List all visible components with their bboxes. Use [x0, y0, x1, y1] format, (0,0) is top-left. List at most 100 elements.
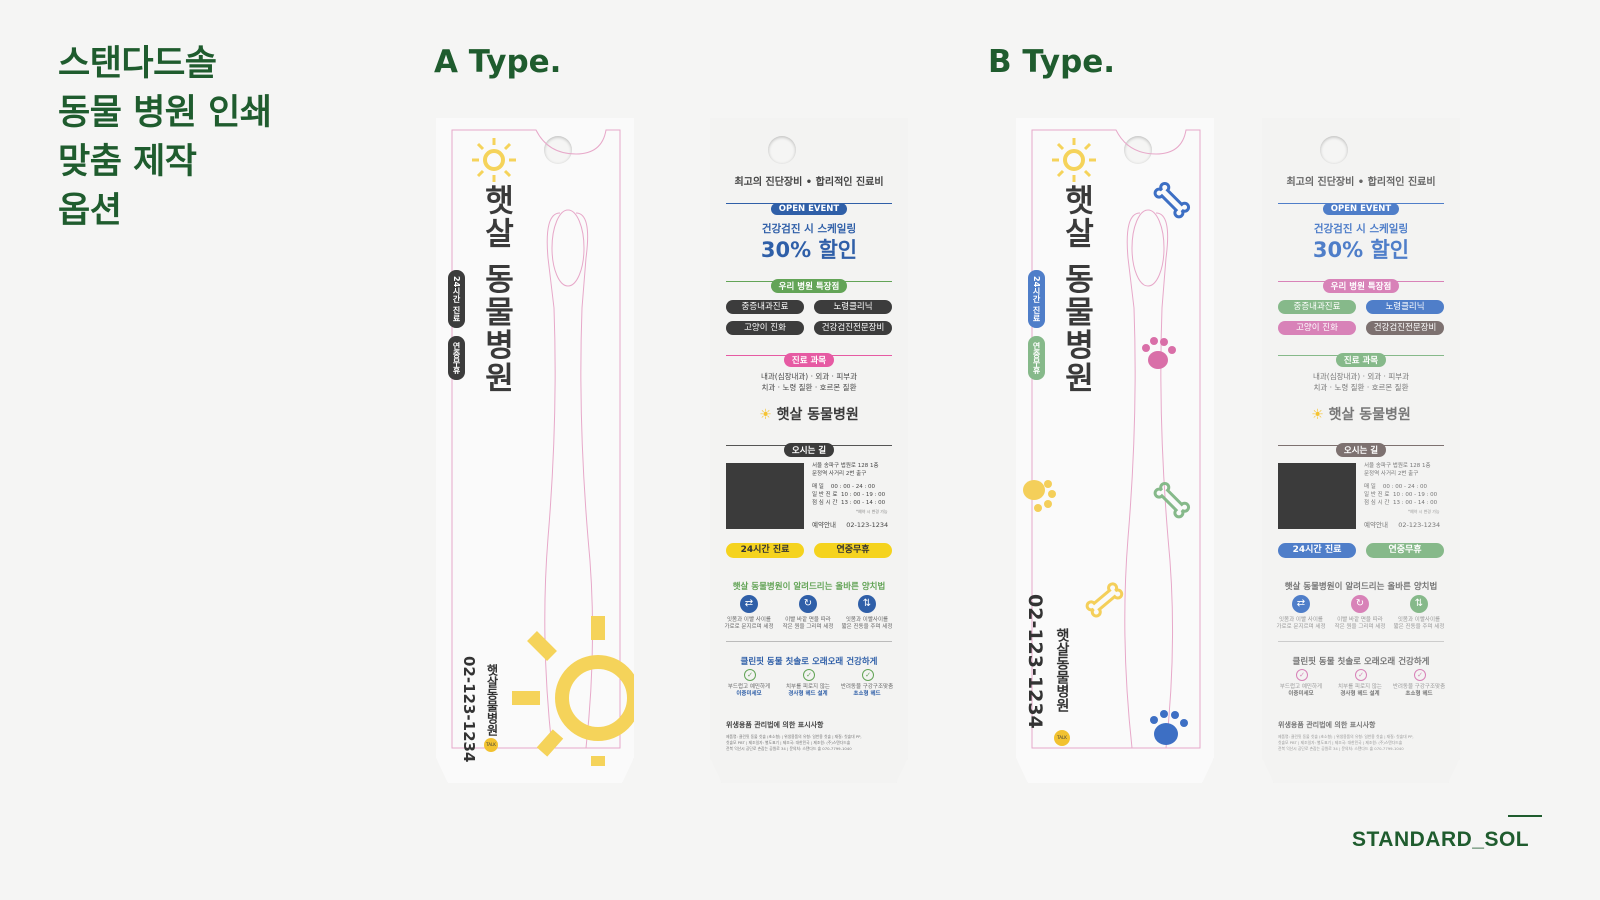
hours-time: 00 : 00 - 24 : 00: [830, 484, 876, 490]
sun-icon: ☀: [1311, 407, 1324, 423]
notice-line-3: 전북 익산시 공단로 손잡는 공원로 34 | 문의처: 스탠다드 솔 070-…: [726, 746, 852, 751]
brush-circle-icon: ↻: [1351, 595, 1369, 613]
notice-line-2: 칫솔모 PBT | 제조일자: 별도표기 | 제조국: 대한민국 | 제조원: …: [726, 740, 851, 745]
address-line-2: 문정역 사거리 2번 출구: [812, 471, 867, 477]
pill-24h: 24시간 진료: [1278, 543, 1356, 558]
hours-label: 일 반 진 료: [1364, 492, 1390, 498]
hours-label: 매 일: [1364, 484, 1376, 490]
notice-title: 위생용품 관리법에 의한 표시사항: [1278, 721, 1376, 729]
reserve-label: 예약안내: [1364, 521, 1388, 529]
direction-badge: 오시는 길: [1335, 443, 1387, 457]
subject-badge: 진료 과목: [783, 353, 835, 367]
page-headline: 스탠다드솔 동물 병원 인쇄 맞춤 제작 옵션: [58, 40, 272, 236]
tag-1: 중증내과진료: [726, 300, 804, 314]
tag-4: 건강검진전문장비: [814, 321, 892, 335]
notice-line-1: 제품명: 클린핏 동물 칫솔 (초소형) | 위생용품의 유형: 일반용 칫솔 …: [1278, 734, 1414, 739]
sun-icon: ☀: [759, 407, 772, 423]
pill-holiday: 연중무휴: [448, 336, 465, 380]
reserve-label: 예약안내: [812, 521, 836, 529]
check-icon: ✓: [1296, 669, 1308, 681]
bone-icon: [1153, 181, 1191, 219]
hours-note: *예약 시 변경 가능: [856, 509, 888, 514]
subject-badge: 진료 과목: [1335, 353, 1387, 367]
address-line-1: 서울 송파구 법원로 128 1층: [1364, 463, 1431, 469]
hours-note: *예약 시 변경 가능: [1408, 509, 1440, 514]
hours-label: 매 일: [812, 484, 824, 490]
type-b-label: B Type.: [988, 44, 1116, 80]
hang-hole: [1124, 136, 1152, 164]
hours-time: 10 : 00 - 19 : 00: [841, 492, 886, 498]
pill-24h: 24시간 진료: [1028, 270, 1045, 328]
check-icon: ✓: [1414, 669, 1426, 681]
hours-label: 일 반 진 료: [812, 492, 838, 498]
bone-icon: [1153, 481, 1191, 519]
back-top-line: 최고의 진단장비 • 합리적인 진료비: [734, 177, 884, 188]
tag-3: 고양이 진화: [726, 321, 804, 335]
tag-1: 중증내과진료: [1278, 300, 1356, 314]
back-top-line: 최고의 진단장비 • 합리적인 진료비: [1286, 177, 1436, 188]
brush-circle-icon: ↻: [799, 595, 817, 613]
direction-badge: 오시는 길: [783, 443, 835, 457]
feature-badge: 우리 병원 특장점: [770, 279, 848, 293]
pill-24h: 24시간 진료: [726, 543, 804, 558]
brand-bar: [1508, 815, 1542, 817]
pill-24h: 24시간 진료: [448, 270, 465, 328]
sun-icon: [472, 138, 516, 182]
event-line: 건강검진 시 스케일링: [761, 223, 857, 235]
bone-icon: [1085, 582, 1124, 618]
pill-holiday: 연중무휴: [1366, 543, 1444, 558]
type-b-front-card: 햇살 동물병원 24시간 진료 연중무휴 02-123-1234 햇살동물병원 …: [1016, 118, 1214, 783]
check-icon: ✓: [744, 669, 756, 681]
phone-vertical: 02-123-1234: [460, 656, 478, 763]
paw-icon: [1150, 710, 1188, 745]
hours-time: 10 : 00 - 19 : 00: [1393, 492, 1438, 498]
tag-3: 고양이 진화: [1278, 321, 1356, 335]
hospital-name: 햇살 동물병원: [1328, 407, 1411, 423]
tag-4: 건강검진전문장비: [1366, 321, 1444, 335]
headline-line-4: 옵션: [58, 191, 122, 231]
notice-line-2: 칫솔모 PBT | 제조일자: 별도표기 | 제조국: 대한민국 | 제조원: …: [1278, 740, 1403, 745]
clean-title: 클린핏 동물 칫솔로 오래오래 건강하게: [740, 657, 878, 667]
talk-icon: TALK: [484, 738, 498, 752]
subjects-line-1: 내과(심장내과) · 외과 · 피부과: [760, 372, 858, 381]
hours-time: 13 : 00 - 14 : 00: [841, 500, 886, 506]
subjects-line-1: 내과(심장내과) · 외과 · 피부과: [1312, 372, 1410, 381]
hours-time: 00 : 00 - 24 : 00: [1382, 484, 1428, 490]
paw-icon: [1023, 480, 1056, 512]
phone-vertical: 02-123-1234: [1024, 594, 1046, 729]
toothbrush-outline: [1031, 129, 1201, 749]
address-line-1: 서울 송파구 법원로 128 1층: [812, 463, 879, 469]
open-event-badge: OPEN EVENT: [1322, 203, 1400, 215]
tag-2: 노령클리닉: [814, 300, 892, 314]
headline-line-1: 스탠다드솔: [58, 44, 217, 84]
subjects-line-2: 치과 · 노령 질환 · 호르몬 질환: [761, 383, 857, 392]
headline-line-2: 동물 병원 인쇄: [58, 93, 272, 133]
brushing-title: 햇살 동물병원이 알려드리는 올바른 양치법: [732, 582, 886, 592]
check-icon: ✓: [803, 669, 815, 681]
notice-title: 위생용품 관리법에 의한 표시사항: [726, 721, 824, 729]
check-icon: ✓: [862, 669, 874, 681]
paw-icon: [1142, 337, 1176, 369]
hang-hole: [768, 136, 796, 164]
type-a-back-card: 최고의 진단장비 • 합리적인 진료비 OPEN EVENT 건강검진 시 스케…: [710, 118, 908, 783]
brand-logo: STANDARD_SOL: [1352, 828, 1530, 851]
clean-title: 클린핏 동물 칫솔로 오래오래 건강하게: [1292, 657, 1430, 667]
hospital-name-vertical: 햇살 동물병원: [478, 184, 514, 395]
divider: [726, 641, 892, 642]
small-name-vertical: 햇살동물병원: [485, 664, 499, 736]
event-line: 건강검진 시 스케일링: [1313, 223, 1409, 235]
hospital-name-vertical: 햇살 동물병원: [1058, 184, 1094, 395]
pill-holiday: 연중무휴: [814, 543, 892, 558]
hours-time: 13 : 00 - 14 : 00: [1393, 500, 1438, 506]
reserve-phone: 02-123-1234: [1398, 521, 1441, 529]
brush-horizontal-icon: ⇄: [1292, 595, 1310, 613]
discount-text: 30% 할인: [760, 238, 858, 262]
headline-line-3: 맞춤 제작: [58, 142, 197, 182]
